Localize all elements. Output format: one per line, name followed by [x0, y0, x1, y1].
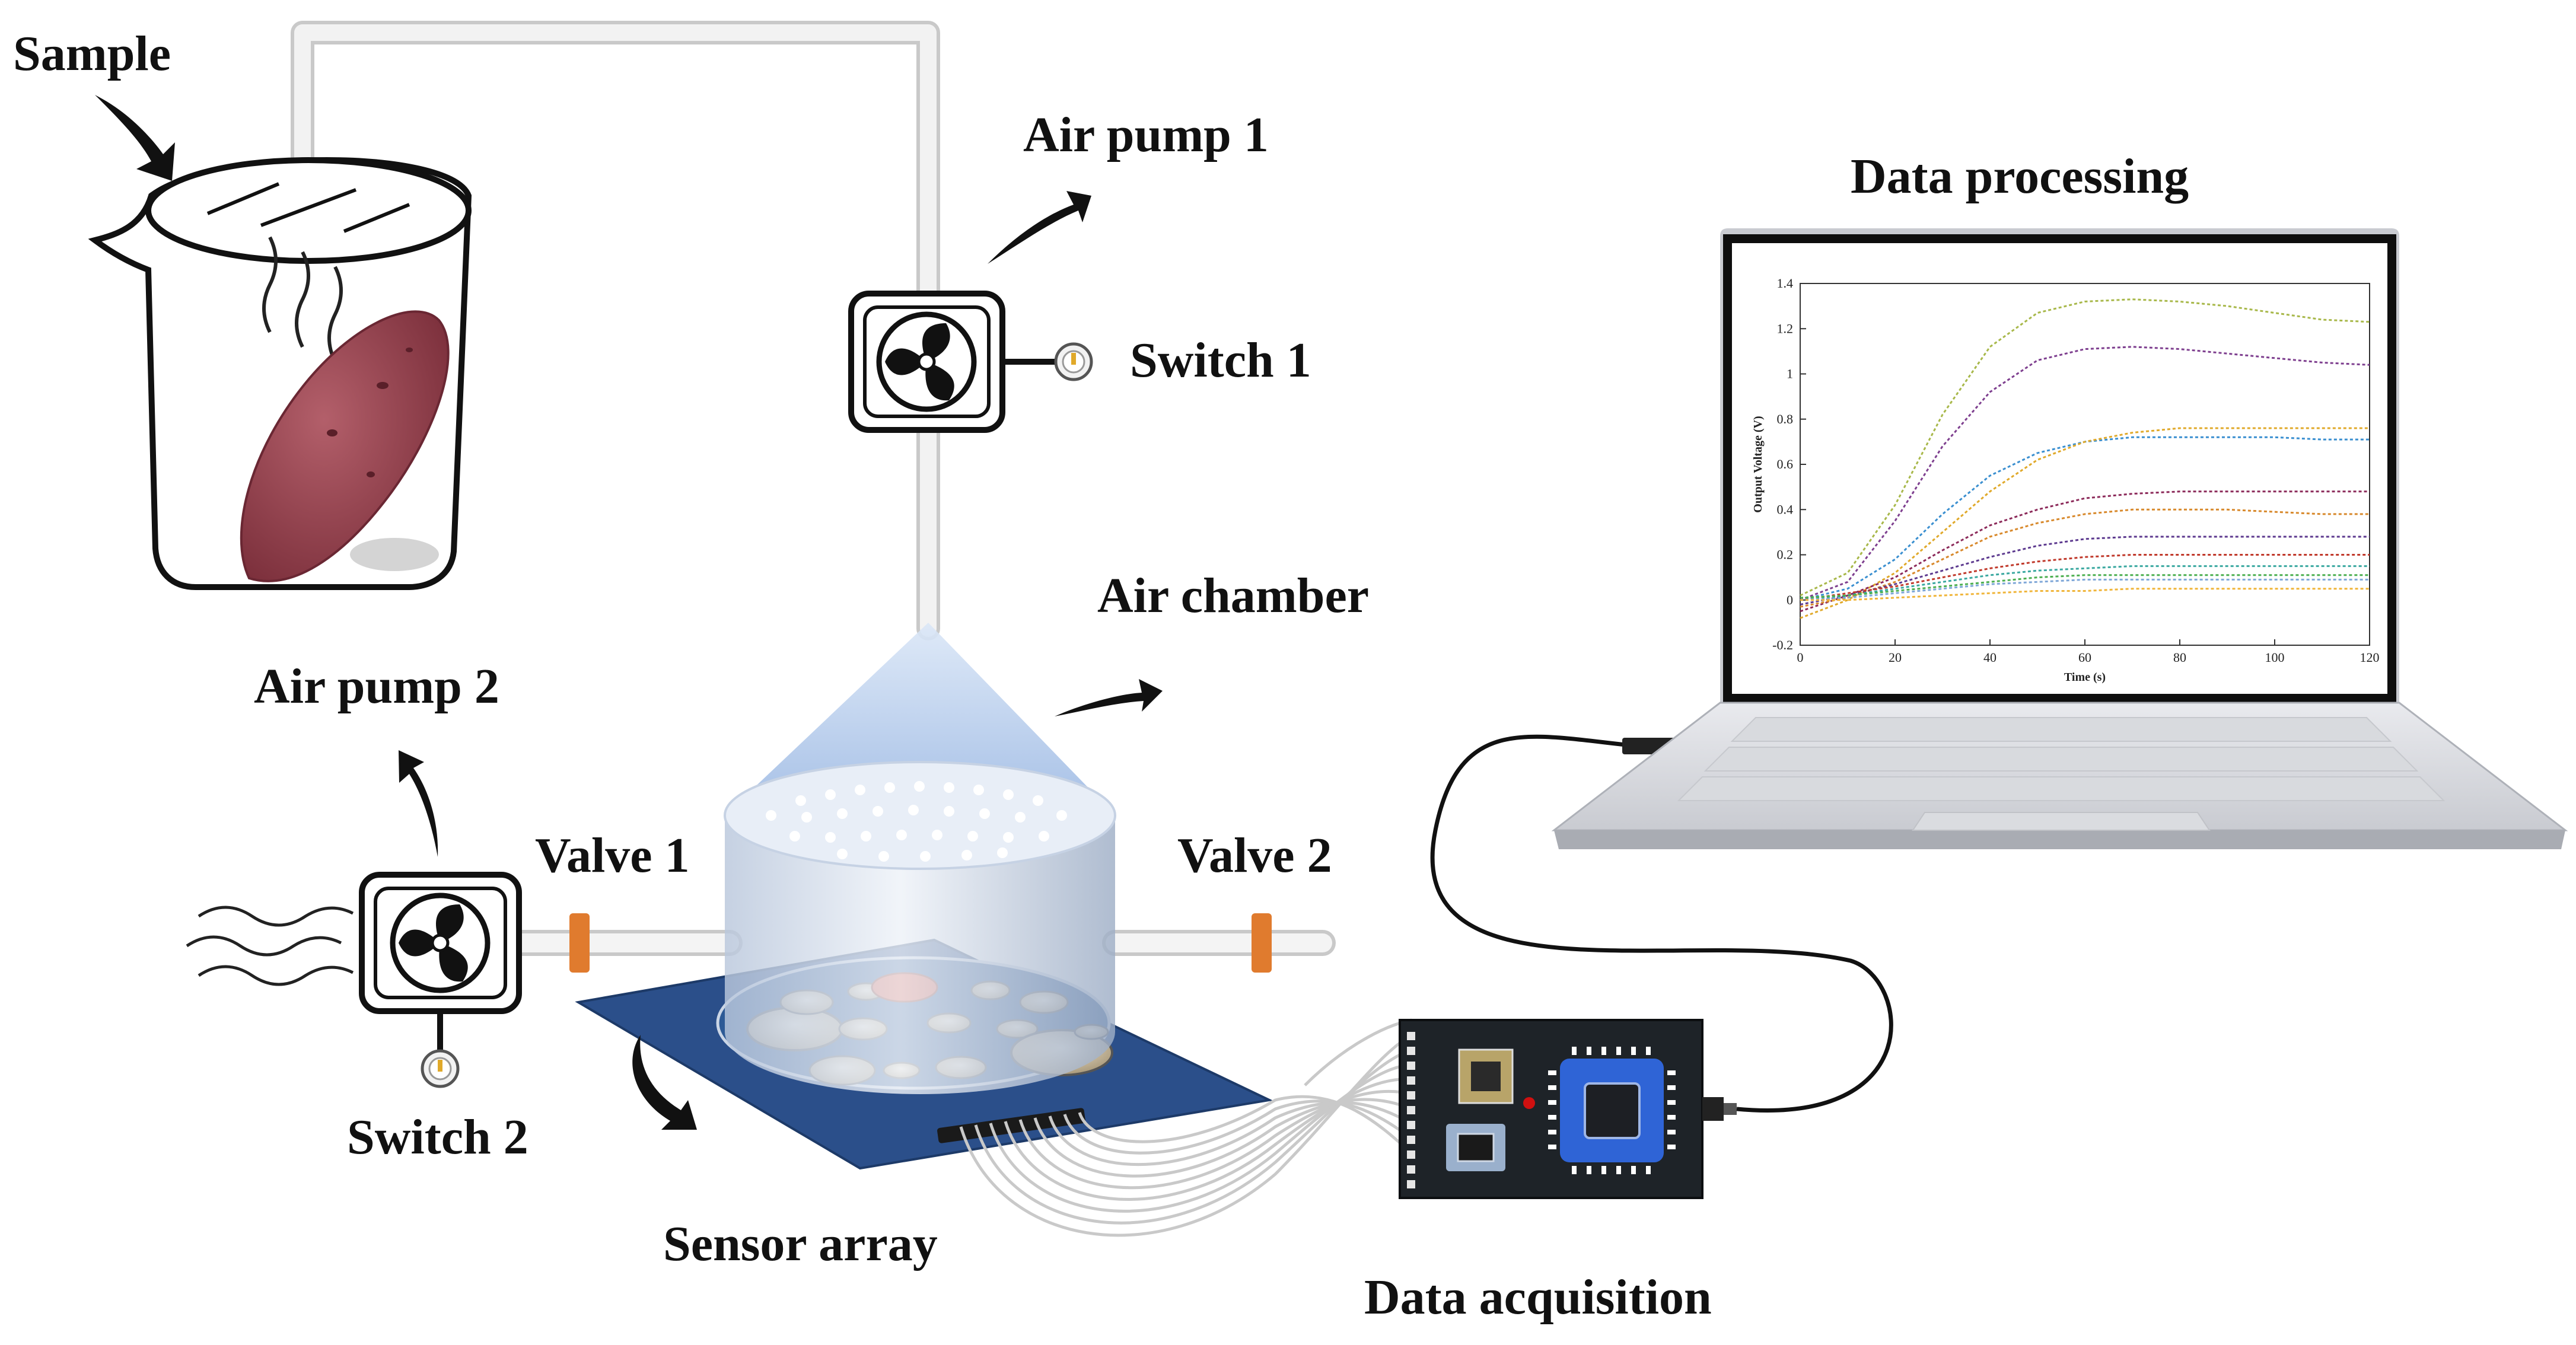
y-tick-label: 0	[1787, 592, 1793, 607]
label-valve-1: Valve 1	[535, 828, 690, 883]
x-axis-label: Time (s)	[2064, 671, 2106, 684]
label-sensor-array: Sensor array	[663, 1216, 938, 1271]
valve-2-body	[1252, 913, 1272, 973]
series-line-9	[1800, 565, 2370, 601]
air-pump-1	[848, 291, 1005, 433]
series-line-4	[1800, 427, 2370, 619]
y-tick-label: -0.2	[1772, 638, 1793, 652]
data-acquisition-board	[1399, 1019, 1737, 1199]
air-pump-2-arrow-icon	[399, 750, 438, 857]
x-tick-label: 20	[1889, 650, 1902, 665]
x-tick-label: 100	[2265, 650, 2285, 665]
x-tick-label: 40	[1983, 650, 1997, 665]
label-data-acquisition: Data acquisition	[1364, 1270, 1712, 1325]
x-tick-label: 80	[2173, 650, 2186, 665]
y-tick-label: 0.8	[1777, 412, 1794, 426]
label-data-processing: Data processing	[1851, 149, 2189, 204]
air-chamber	[724, 623, 1116, 1094]
switch-2	[421, 1011, 460, 1088]
series-line-5	[1800, 490, 2370, 613]
air-pump-2	[359, 872, 522, 1014]
sample-arrow-icon	[95, 95, 175, 181]
series-line-2	[1800, 346, 2370, 601]
label-switch-1: Switch 1	[1130, 333, 1311, 388]
series-line-11	[1800, 578, 2370, 601]
series-line-8	[1800, 554, 2370, 601]
pointer-arrows	[95, 95, 1163, 1130]
x-tick-label: 0	[1797, 650, 1804, 665]
series-line-12	[1800, 588, 2370, 601]
series-line-10	[1800, 574, 2370, 599]
series-line-6	[1800, 508, 2370, 608]
label-sample: Sample	[13, 26, 171, 81]
air-pump-1-arrow-icon	[988, 191, 1091, 264]
series-line-7	[1800, 536, 2370, 605]
y-tick-labels: -0.2 0 0.2 0.4 0.6 0.8 1 1.2 1.4	[1772, 276, 1806, 652]
x-tick-label: 60	[2078, 650, 2091, 665]
label-air-pump-2: Air pump 2	[254, 659, 499, 714]
y-tick-label: 0.2	[1777, 547, 1794, 562]
y-tick-label: 0.4	[1777, 502, 1794, 517]
usb-cable	[1430, 734, 1893, 1113]
x-tick-labels: 0 20 40 60 80 100 120	[1797, 639, 2380, 665]
air-chamber-arrow-icon	[1055, 679, 1163, 716]
label-switch-2: Switch 2	[347, 1110, 528, 1165]
y-tick-label: 1	[1787, 366, 1793, 381]
sweet-potato-sample	[240, 310, 450, 582]
valve-1-body	[569, 913, 590, 973]
y-tick-label: 0.6	[1777, 457, 1794, 471]
sensor-cables	[959, 1018, 1413, 1237]
air-inflow-waves	[186, 906, 354, 986]
switch-1	[1002, 342, 1093, 381]
chart-series	[1800, 298, 2370, 619]
y-tick-label: 1.2	[1777, 321, 1794, 336]
label-air-chamber: Air chamber	[1097, 568, 1369, 623]
label-valve-2: Valve 2	[1177, 828, 1332, 883]
x-tick-label: 120	[2360, 650, 2380, 665]
screen-chart: -0.2 0 0.2 0.4 0.6 0.8 1 1.2 1.4 0 20 40 60 80 100 120…	[1732, 243, 2387, 694]
sensor-array-arrow-icon	[632, 1035, 697, 1130]
label-air-pump-1: Air pump 1	[1023, 107, 1269, 162]
y-axis-label: Output Voltage (V)	[1752, 416, 1765, 512]
series-line-1	[1800, 298, 2370, 597]
y-tick-label: 1.4	[1777, 276, 1794, 291]
